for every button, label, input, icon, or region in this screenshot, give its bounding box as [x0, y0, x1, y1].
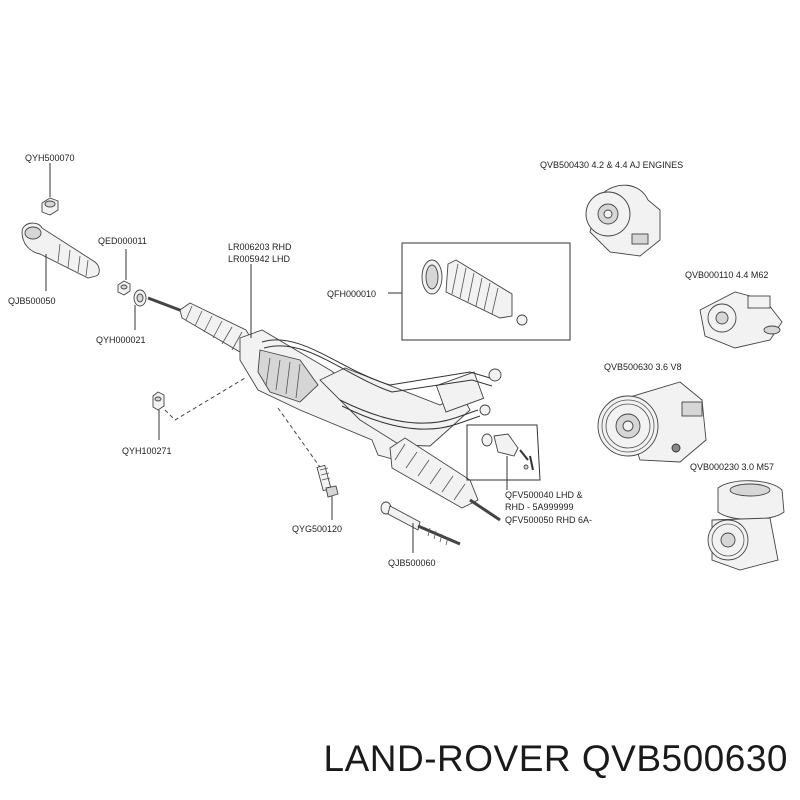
label-qjb500060: QJB500060: [388, 558, 436, 568]
inner-tie-rod: [380, 501, 461, 546]
label-qed000011: QED000011: [98, 236, 147, 246]
label-qyg500120: QYG500120: [292, 524, 342, 534]
label-qvb500430: QVB500430 4.2 & 4.4 AJ ENGINES: [540, 160, 683, 170]
pump-qvb000110: [699, 291, 783, 349]
label-qfh000010: QFH000010: [327, 289, 376, 299]
label-lr006203: LR006203 RHD: [228, 242, 292, 252]
label-qvb500630: QVB500630 3.6 V8: [604, 362, 682, 372]
pump-qvb500630: [597, 381, 707, 463]
valve-kit: [481, 433, 534, 471]
label-qfv-line2: RHD - 5A999999: [505, 502, 574, 512]
label-qjb500050: QJB500050: [8, 296, 56, 306]
label-qfv-line1: QFV500040 LHD &: [505, 490, 583, 500]
label-qvb000230: QVB000230 3.0 M57: [690, 462, 774, 472]
boot-clip-small: [133, 289, 147, 307]
jam-nut: [117, 280, 131, 296]
label-qvb000110: QVB000110 4.4 M62: [685, 270, 768, 280]
footer-title: LAND-ROVER QVB500630: [323, 738, 788, 779]
label-qfv-line3: QFV500050 RHD 6A-: [505, 515, 592, 525]
label-qyh100271: QYH100271: [122, 446, 172, 456]
dashed-guide-lower: [277, 407, 323, 471]
boot-kit-box: [401, 242, 571, 341]
pump-qvb500430: [585, 184, 661, 257]
tie-rod-end: [21, 222, 100, 279]
mounting-bolt: [316, 464, 339, 498]
steering-rack: [147, 296, 502, 522]
label-qyh000021: QYH000021: [96, 335, 146, 345]
label-lr005942: LR005942 LHD: [228, 254, 291, 264]
dashed-guide-upper: [164, 377, 246, 421]
valve-kit-box: [466, 424, 541, 481]
locking-nut: [152, 391, 165, 411]
pump-qvb000230: [707, 480, 785, 571]
boot-kit: [421, 259, 528, 326]
label-qyh500070: QYH500070: [25, 153, 75, 163]
tie-rod-nut: [41, 197, 59, 216]
